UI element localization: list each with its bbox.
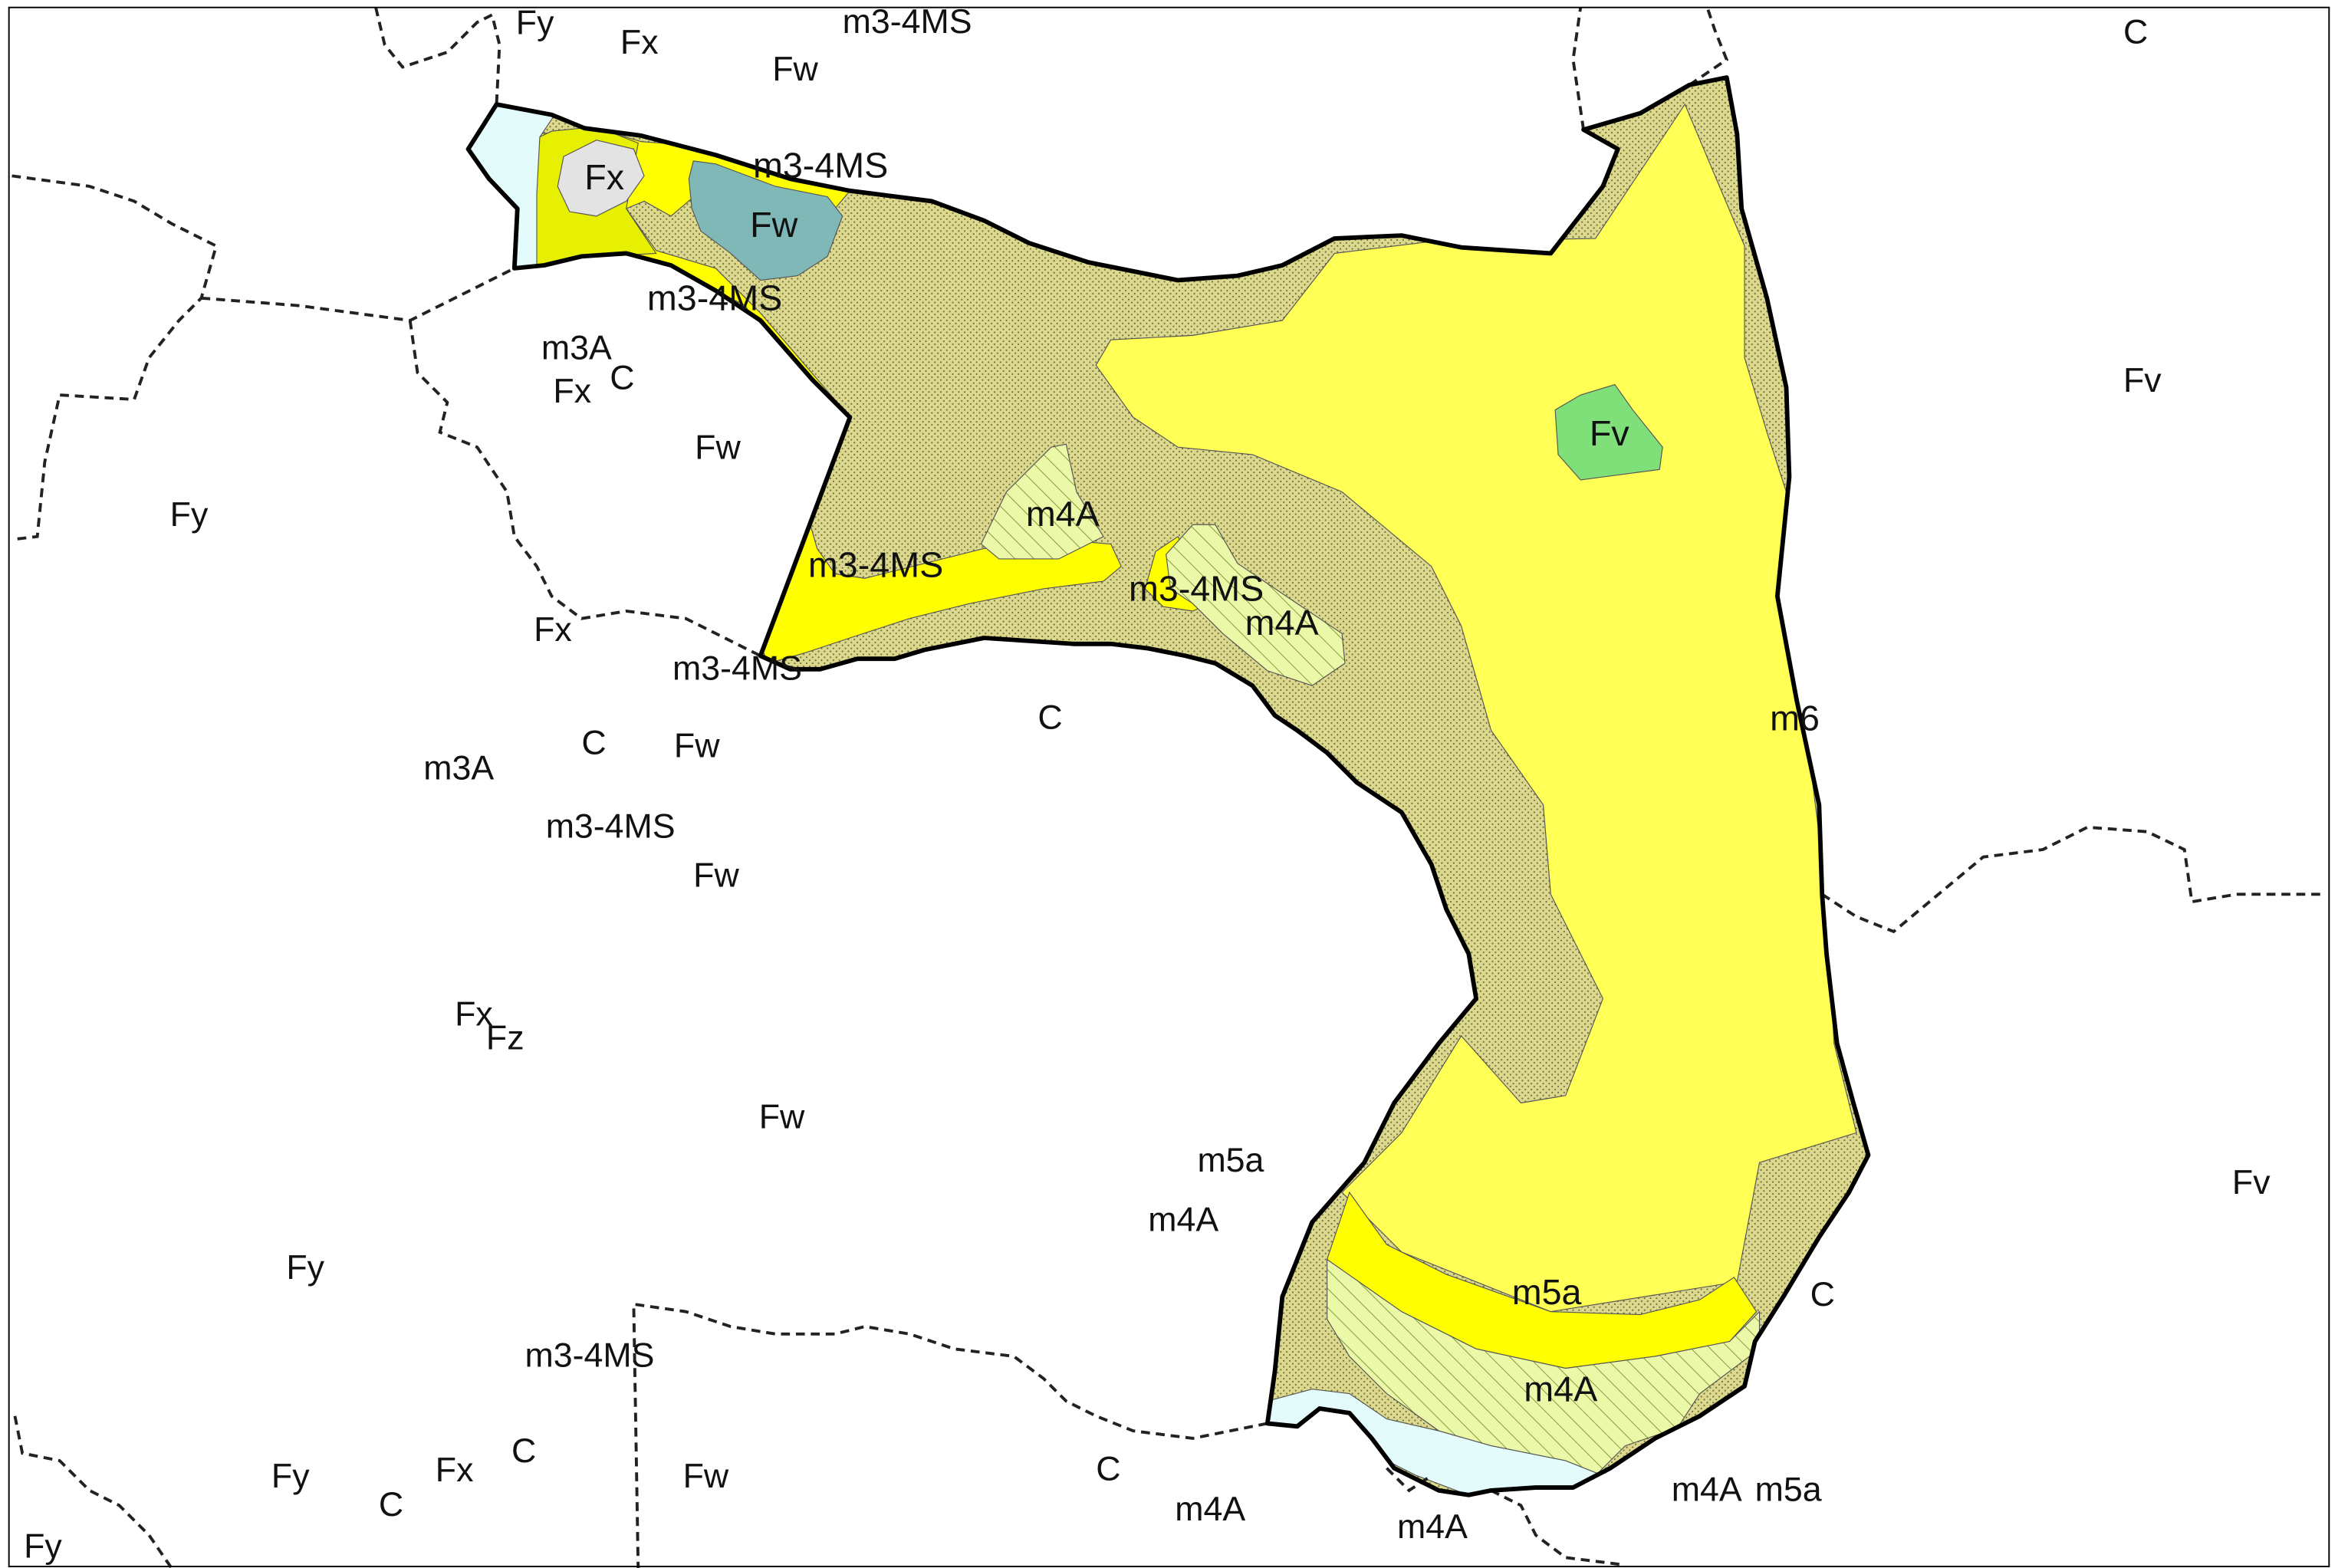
map-label: m3-4MS bbox=[753, 145, 888, 185]
map-label: Fz bbox=[486, 1020, 524, 1057]
map-label: Fw bbox=[693, 857, 739, 895]
map-label: Fw bbox=[674, 728, 720, 765]
map-label: m3-4MS bbox=[1129, 568, 1264, 608]
map-label: m4A bbox=[1245, 603, 1320, 643]
dashed-boundary-line bbox=[1490, 1489, 1626, 1567]
map-label: m3A bbox=[423, 750, 494, 787]
map-label: m3-4MS bbox=[672, 649, 802, 687]
map-label: Fw bbox=[772, 51, 818, 88]
map-label: Fx bbox=[584, 157, 624, 197]
map-label: C bbox=[1810, 1276, 1835, 1313]
map-label: C bbox=[1096, 1450, 1120, 1487]
map-label: Fx bbox=[455, 995, 493, 1033]
outside-labels: Fy Fx m3-4MS Fw C Fv m3A Fx C Fw Fy Fx m… bbox=[24, 3, 2271, 1566]
map-label: Fy bbox=[516, 5, 554, 42]
map-label: Fv bbox=[2232, 1164, 2271, 1201]
map-label: Fx bbox=[620, 24, 659, 61]
map-label: Fx bbox=[436, 1451, 474, 1489]
map-label: m3-4MS bbox=[808, 544, 943, 584]
map-label: m6 bbox=[1770, 699, 1820, 738]
dashed-boundary-line bbox=[374, 7, 501, 105]
map-label: Fw bbox=[759, 1099, 805, 1136]
center-m4A-hatched-zone bbox=[1165, 524, 1346, 686]
map-frame bbox=[8, 6, 2330, 1568]
dashed-boundary-line bbox=[1821, 825, 2326, 934]
solid-outer-boundary bbox=[465, 75, 1871, 1497]
map-label: Fy bbox=[271, 1458, 310, 1495]
dashed-boundary-line bbox=[1571, 7, 1585, 130]
map-label: m4A bbox=[1397, 1508, 1468, 1546]
map-label: m5a bbox=[1755, 1471, 1822, 1509]
map-label: Fx bbox=[553, 373, 591, 410]
fw-teal-zone bbox=[688, 160, 843, 281]
map-label: C bbox=[1037, 699, 1062, 737]
map-label: Fx bbox=[534, 611, 572, 649]
dashed-boundary-line bbox=[12, 174, 219, 541]
dashed-boundary-line bbox=[13, 1415, 173, 1568]
map-label: m3-4MS bbox=[843, 3, 972, 41]
dashed-boundary-line bbox=[408, 320, 761, 658]
map-label: Fw bbox=[695, 429, 741, 467]
dashed-boundaries bbox=[12, 7, 2326, 1568]
map-label: C bbox=[581, 725, 606, 762]
map-label: C bbox=[511, 1432, 536, 1470]
map-label: m4A bbox=[1524, 1369, 1598, 1409]
map-label: C bbox=[610, 359, 634, 396]
fx-grey-zone bbox=[557, 140, 645, 217]
dashed-boundary-line bbox=[632, 1302, 1268, 1568]
map-label: Fy bbox=[286, 1249, 324, 1287]
inside-labels: Fx m3-4MS Fw m3-4MS Fv m4A m3-4MS m3-4MS… bbox=[584, 145, 1820, 1409]
map-label: m3A bbox=[541, 329, 612, 367]
map-label: Fv bbox=[2123, 362, 2162, 399]
map-label: m5a bbox=[1512, 1272, 1582, 1312]
map-label: C bbox=[379, 1486, 403, 1524]
map-label: Fy bbox=[170, 496, 209, 534]
dashed-boundary-line bbox=[201, 267, 515, 322]
west-m4A-hatched-zone bbox=[980, 443, 1104, 560]
map-label: Fw bbox=[750, 205, 798, 245]
map-label: m5a bbox=[1197, 1142, 1264, 1179]
dashed-boundary-line bbox=[1689, 7, 1729, 87]
map-label: Fv bbox=[1590, 413, 1630, 453]
map-label: Fw bbox=[683, 1458, 729, 1495]
map-label: Fy bbox=[24, 1527, 62, 1565]
map-label: C bbox=[2123, 13, 2148, 51]
map-label: m4A bbox=[1672, 1471, 1742, 1509]
map-label: m4A bbox=[1148, 1201, 1218, 1239]
map-label: m4A bbox=[1175, 1491, 1245, 1528]
fv-green-zone bbox=[1554, 383, 1663, 481]
map-label: m3-4MS bbox=[546, 807, 676, 845]
map-label: m3-4MS bbox=[647, 278, 782, 317]
map-label: m4A bbox=[1026, 494, 1100, 534]
map-label: m3-4MS bbox=[524, 1337, 654, 1375]
